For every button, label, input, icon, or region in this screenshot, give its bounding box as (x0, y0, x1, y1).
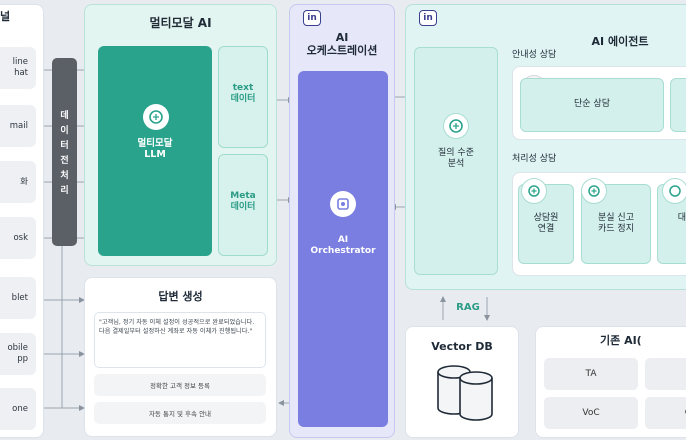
partial-service-icon (662, 178, 686, 204)
text-data-box (218, 46, 268, 148)
answer-step-1: 정확한 고객 정보 등록 (94, 374, 266, 396)
data-processing-char: 데 (60, 111, 69, 121)
channel-item-phone-call: 화 (0, 161, 36, 203)
rag-label: RAG (456, 302, 480, 313)
in-logo-icon: in (303, 10, 321, 26)
answer-step-label: 정확한 고객 정보 등록 (149, 382, 211, 390)
simple-consult-box (520, 78, 664, 132)
channel-item-phone: one (0, 388, 36, 430)
orchestrator-box (298, 71, 388, 427)
counselor-connect-label: 상담원 연결 (533, 213, 559, 234)
multimodal-llm-box (98, 46, 212, 256)
data-processing-char: 이 (60, 126, 69, 136)
answer-title: 답변 생성 (158, 290, 203, 303)
text-data-label: text 데이터 (230, 83, 256, 104)
answer-step-label: 자동 통지 및 후속 안내 (148, 410, 212, 418)
multimodal-llm-label: 멀티모달 LLM (137, 138, 173, 161)
channel-item-label: mail (9, 120, 28, 131)
data-processing-char: 터 (60, 141, 69, 151)
data-processing-bar: 데 이 터 전 처 리 (52, 58, 77, 246)
vector-db-title: Vector DB (431, 340, 493, 353)
analysis-chip-icon (443, 113, 469, 139)
data-processing-char: 처 (60, 171, 69, 181)
brain-chip-icon (143, 104, 169, 130)
guide-consult-label: 안내성 상담 (512, 50, 557, 60)
channel-item-label: obile pp (7, 343, 28, 364)
counselor-icon (521, 178, 547, 204)
process-consult-label: 처리성 상담 (512, 154, 557, 164)
data-processing-char: 전 (60, 156, 69, 166)
meta-data-label: Meta 데이터 (230, 191, 256, 212)
multimodal-title: 멀티모달 AI (149, 16, 212, 30)
channel-item-label: blet (11, 292, 28, 303)
simple-consult-label: 단순 상담 (574, 99, 610, 109)
legacy-cell-label: TA (585, 369, 597, 379)
answer-quote-box (94, 312, 266, 368)
channel-item-mobile-app: obile pp (0, 333, 36, 375)
legacy-cell-label: C (685, 408, 686, 418)
legacy-cell-ta: TA (544, 358, 638, 390)
channel-item-label: line hat (12, 57, 28, 78)
legacy-ai-title: 기존 AI( (600, 334, 642, 347)
database-icon (437, 365, 493, 421)
legacy-cell-c: C (645, 397, 686, 429)
legacy-cell-k: K (645, 358, 686, 390)
in-logo-icon: in (419, 10, 437, 26)
orchestration-title: AI 오케스트레이션 (306, 31, 378, 58)
data-processing-char: 리 (60, 186, 69, 196)
answer-step-2: 자동 통지 및 후속 안내 (94, 402, 266, 424)
channel-item-online-chat: line hat (0, 47, 36, 89)
agent-title: AI 에이전트 (591, 35, 649, 48)
orchestrator-chip-icon (330, 191, 356, 217)
channel-item-tablet: blet (0, 277, 36, 319)
meta-data-box (218, 154, 268, 256)
channel-item-label: osk (13, 232, 28, 243)
channel-item-email: mail (0, 105, 36, 147)
query-analysis-box (414, 47, 498, 275)
channel-item-label: one (12, 403, 28, 414)
guide-extra-box (670, 78, 686, 132)
channels-title: 널 (0, 10, 11, 23)
partial-service-label: 대 (677, 213, 686, 223)
query-analysis-label: 질의 수준 분석 (438, 148, 474, 169)
orchestrator-label: AI Orchestrator (310, 235, 376, 256)
answer-quote: "고객님, 정기 자동 이체 설정이 성공적으로 완료되었습니다. 다음 결제일… (99, 319, 255, 336)
legacy-cell-voc: VoC (544, 397, 638, 429)
legacy-cell-label: VoC (582, 408, 600, 418)
lost-card-label: 분실 신고 카드 정지 (598, 213, 634, 234)
channel-item-kiosk: osk (0, 217, 36, 259)
channel-item-label: 화 (20, 176, 28, 187)
lost-card-icon (581, 178, 607, 204)
